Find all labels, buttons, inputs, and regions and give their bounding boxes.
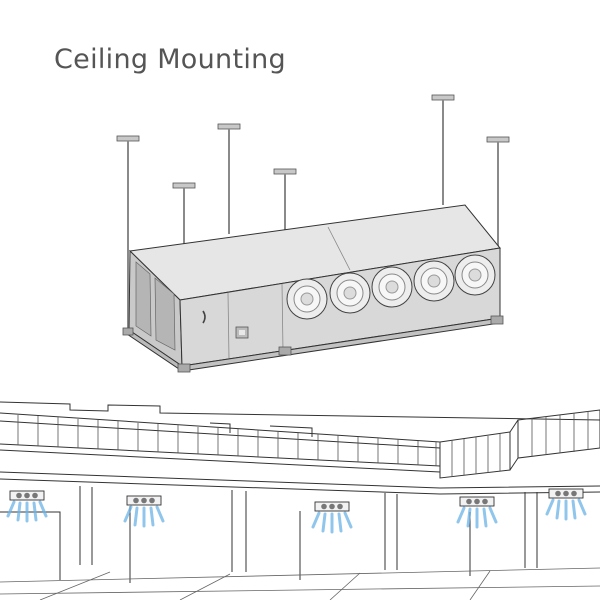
ceiling-diffuser-1 [6,490,48,523]
ceiling-diffuser-4 [456,496,498,529]
diagram-title: Ceiling Mounting [54,44,286,75]
ceiling-diffuser-5 [545,488,587,521]
ceiling-diffuser-3 [311,501,353,534]
hanger-rod-1 [116,135,140,334]
airflow-icon [6,500,48,523]
airflow-icon [123,505,165,528]
airflow-icon [311,511,353,534]
mezzanine-railing [0,401,600,473]
floor [0,567,600,600]
fan-outlet-3 [371,266,413,308]
air-handling-unit [122,204,504,373]
fan-outlets [286,254,496,320]
airflow-icon [545,498,587,521]
fan-outlet-1 [286,278,328,320]
fan-outlet-5 [454,254,496,296]
lower-ceiling [0,471,600,495]
ceiling-diffusers [6,488,587,534]
columns [0,486,538,583]
mounting-brackets [122,315,504,373]
fan-outlet-4 [413,260,455,302]
hanger-rod-2 [217,123,241,234]
building-interior [0,401,600,600]
right-windows [439,409,600,479]
fan-outlet-2 [329,272,371,314]
hanger-rod-5 [431,94,455,205]
door-handle-icon [202,310,206,324]
ceiling-diffuser-2 [123,495,165,528]
airflow-icon [456,506,498,529]
